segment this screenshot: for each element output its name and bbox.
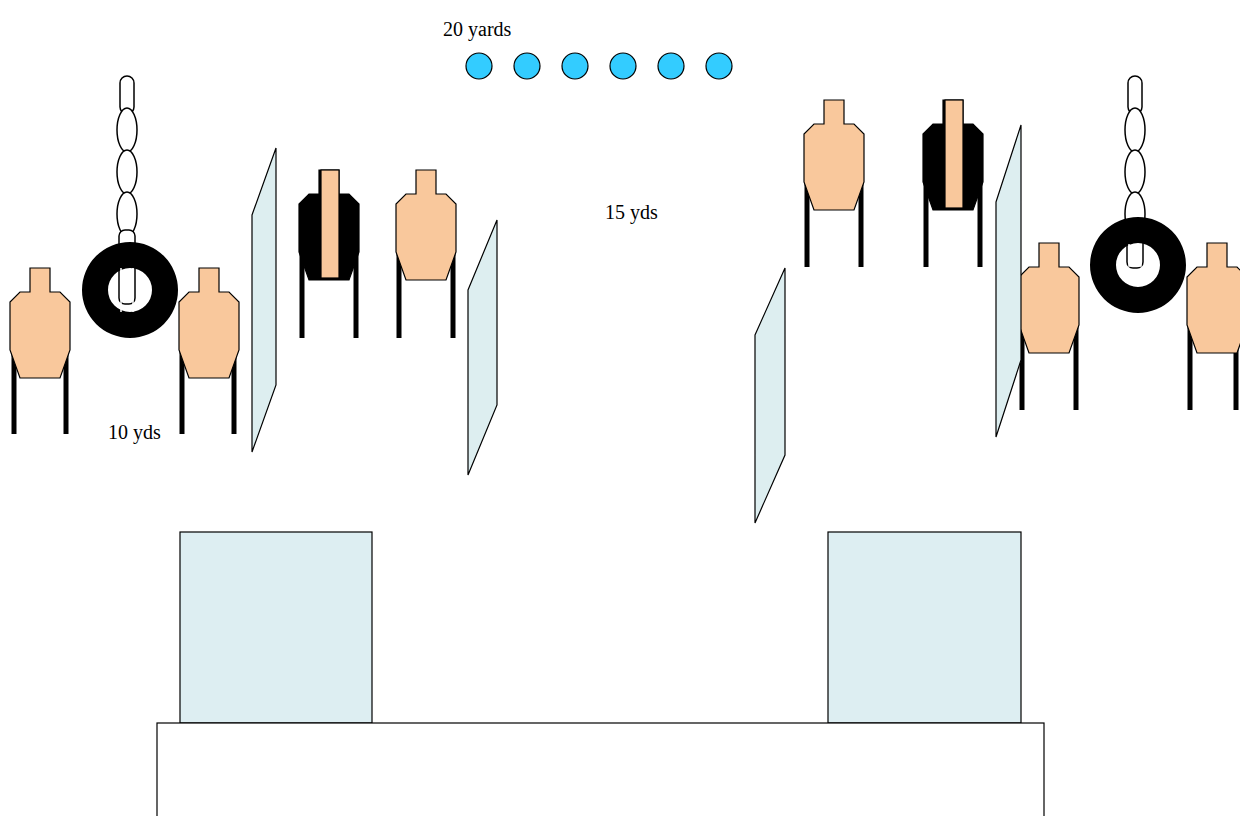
distance-label: 15 yds xyxy=(605,202,658,222)
no-shoot-targets xyxy=(299,100,983,280)
steel-plates xyxy=(466,53,732,79)
start-boxes xyxy=(180,532,1021,723)
target-stands xyxy=(14,180,1236,434)
table xyxy=(157,723,1044,816)
walls xyxy=(252,125,1021,523)
paper-targets xyxy=(10,100,1240,378)
distance-label: 10 yds xyxy=(108,422,161,442)
distance-label: 20 yards xyxy=(443,19,511,39)
